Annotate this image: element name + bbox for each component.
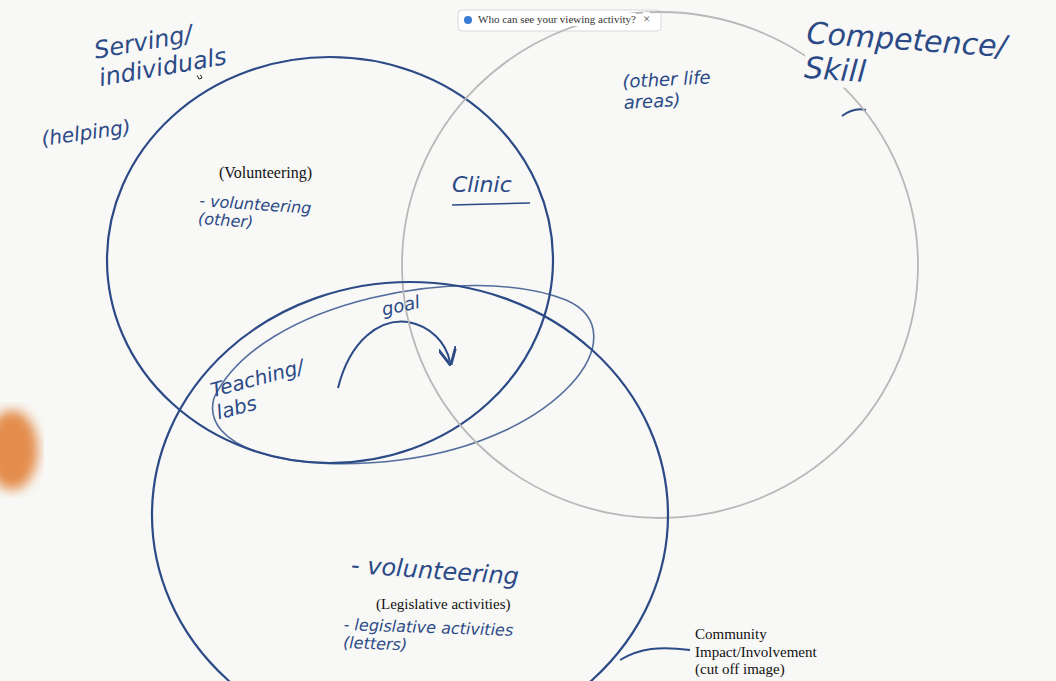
arrow-label: goal [380, 292, 422, 320]
circle-outline [402, 12, 918, 518]
circle-heading: Competence/ Skill [803, 16, 1008, 99]
community-circle: - volunteering (Legislative activities) - … [150, 280, 670, 681]
goal-arrow [338, 322, 450, 388]
hook-mark [620, 648, 690, 660]
typed-annotation: Community Impact/Involvement (cut off im… [695, 626, 817, 678]
bullet-item: - legislative activities (letters) [343, 616, 574, 661]
finger [0, 410, 38, 490]
bullet-item: - volunteering (other) [197, 192, 339, 238]
circle-outline [105, 55, 555, 465]
circle-subheading: (helping) [40, 116, 132, 151]
circle-outline [107, 57, 553, 463]
typed-annotation: (Volunteering) [219, 164, 312, 182]
dash-mark [842, 109, 866, 116]
circle-outline [152, 282, 668, 681]
overlap-label: Clinic [452, 172, 512, 197]
bullet-item: - volunteering [350, 552, 520, 591]
browser-popup [458, 10, 661, 31]
circle-subheading: (other life areas) [622, 65, 764, 114]
typed-annotation: (Legislative activities) [376, 596, 511, 613]
underline [452, 203, 530, 205]
circle-heading: Serving/ individuals [92, 3, 299, 92]
popup-icon [464, 16, 472, 24]
popup-text: Who can see your viewing activity? [478, 13, 636, 26]
competence-circle: Competence/ Skill(other life areas) [400, 10, 920, 520]
close-icon: × [643, 12, 650, 27]
overlap-label: Teaching/ labs [208, 352, 326, 425]
serving-circle: Serving/ individuals(helping)(Volunteeri… [105, 55, 555, 465]
